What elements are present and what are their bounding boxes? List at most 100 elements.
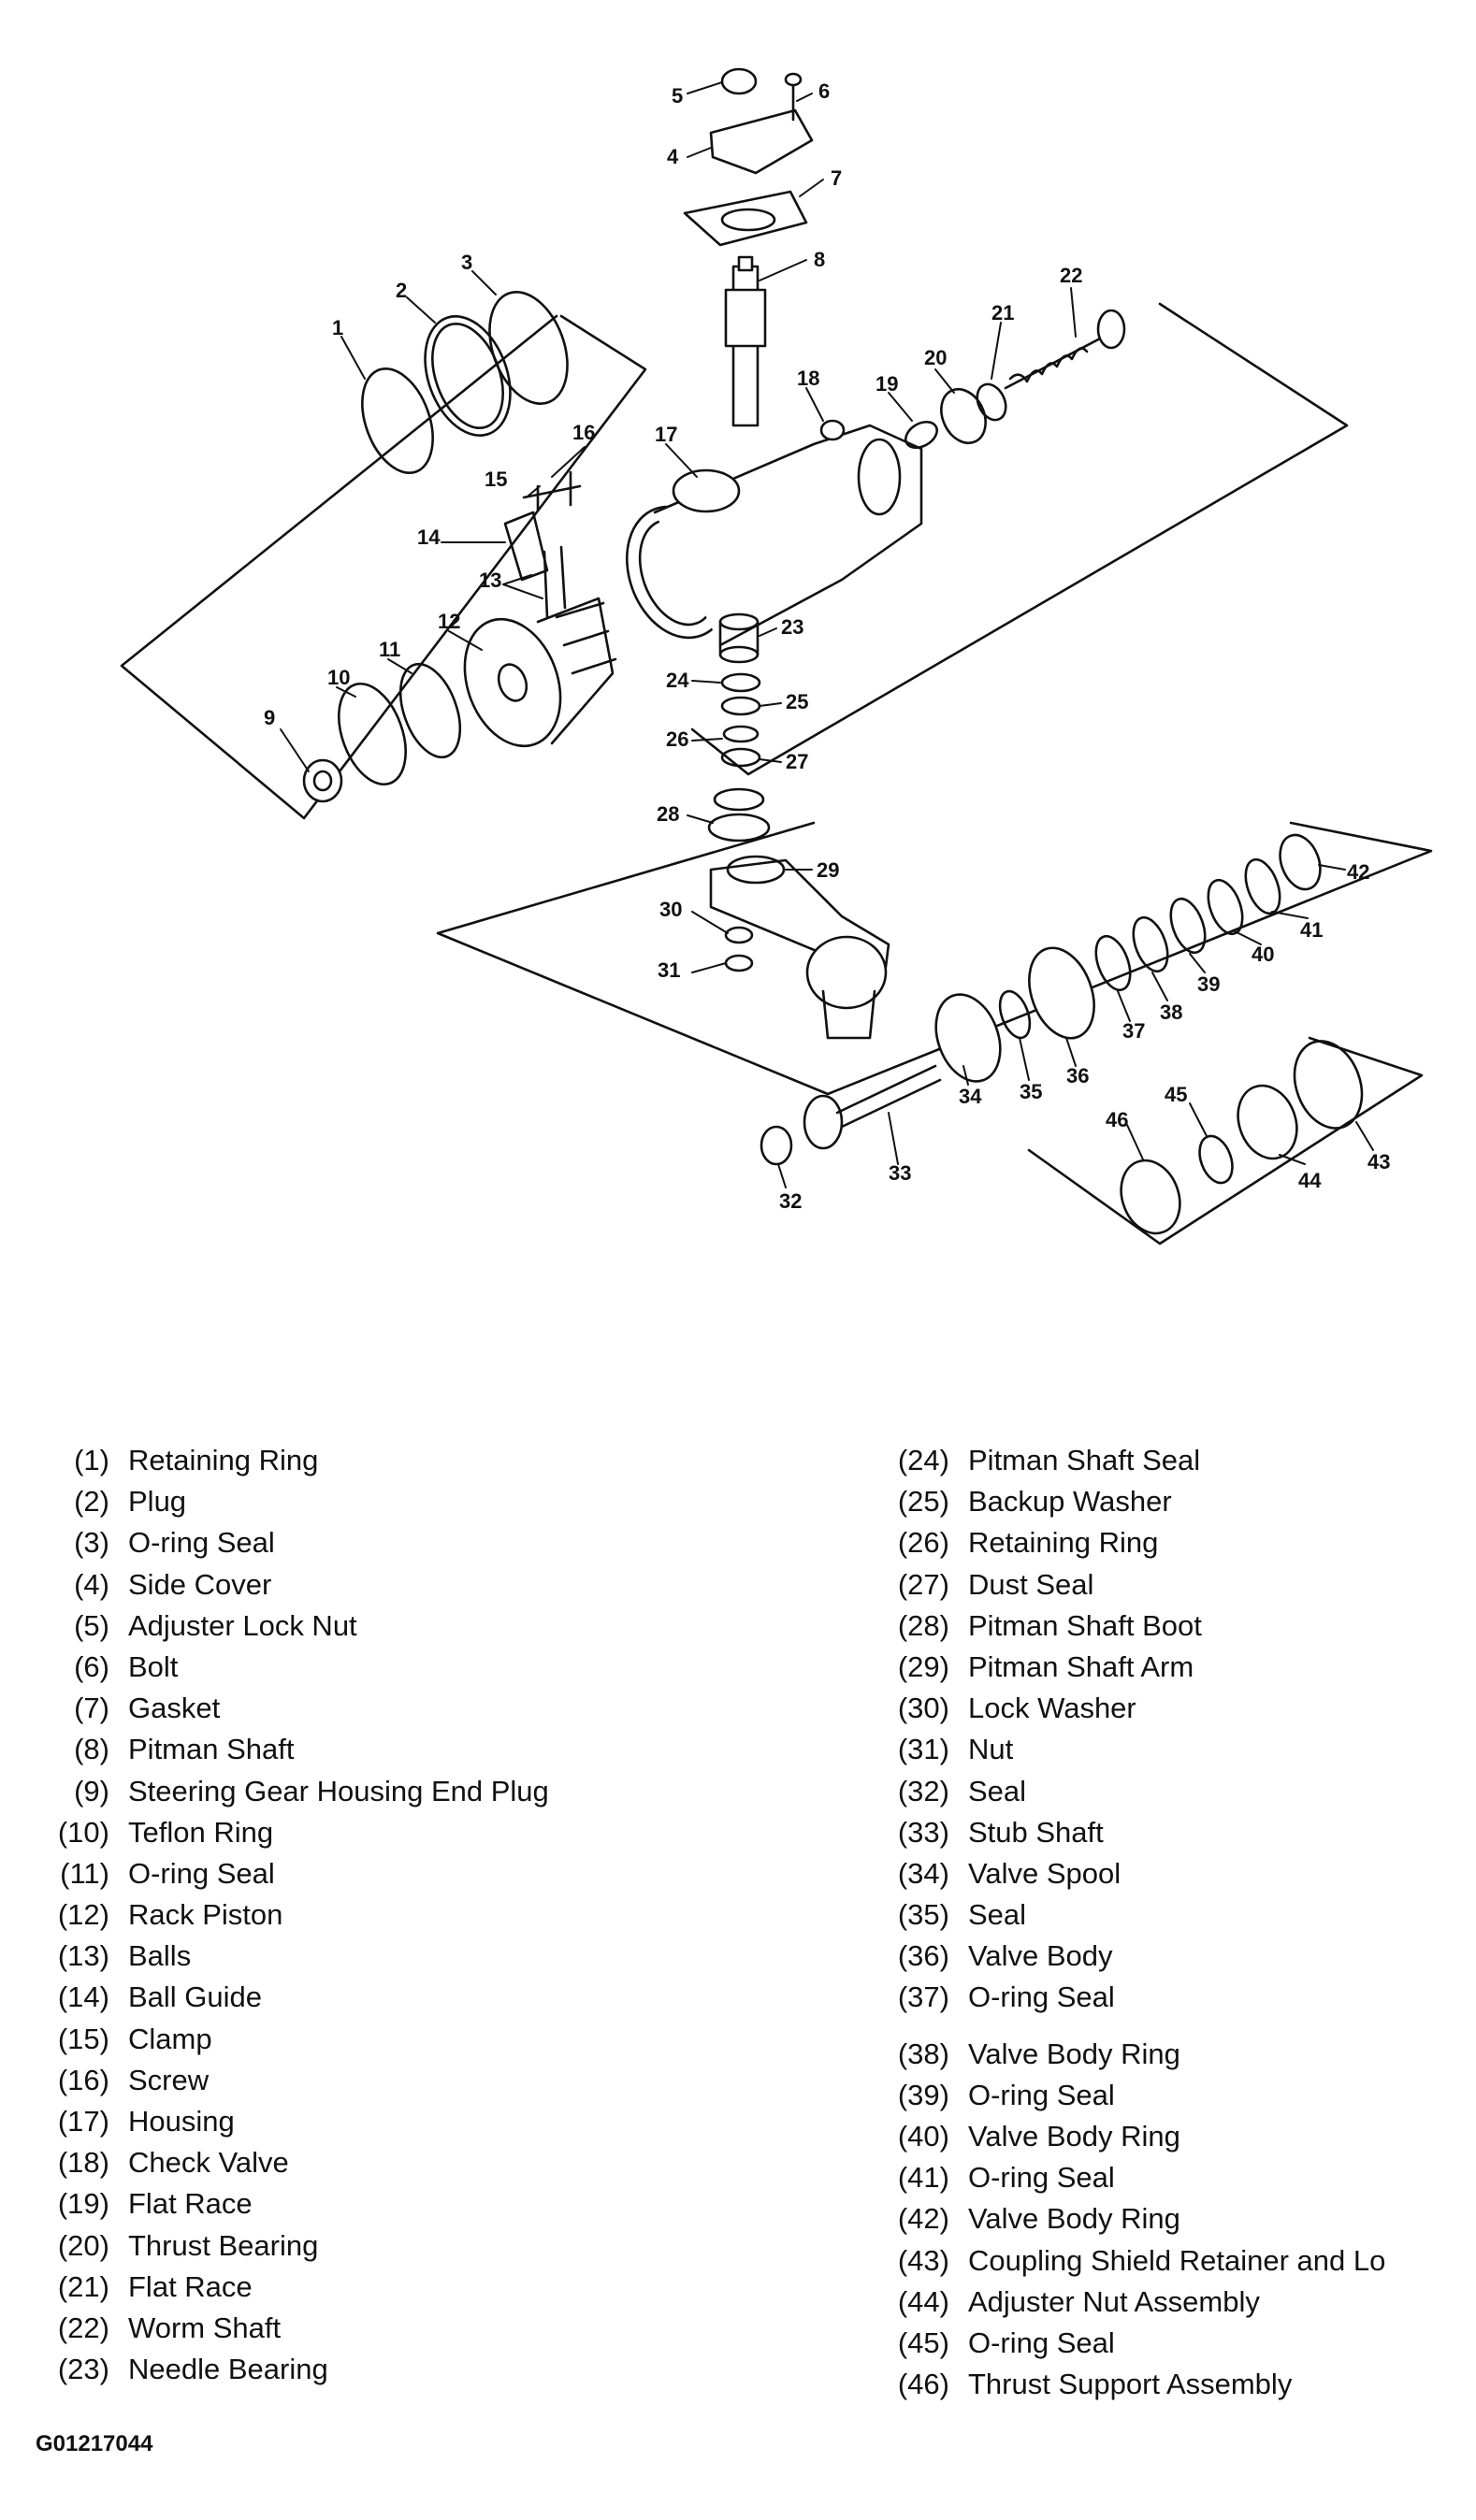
callout-21: 21 bbox=[991, 301, 1014, 324]
callout-8: 8 bbox=[814, 248, 825, 271]
callout-40: 40 bbox=[1252, 943, 1274, 966]
callout-34: 34 bbox=[959, 1085, 982, 1108]
legend-label: Plug bbox=[128, 1485, 187, 1519]
legend-label: Valve Body bbox=[968, 1939, 1113, 1973]
legend-label: Ball Guide bbox=[128, 1980, 263, 2014]
callout-6: 6 bbox=[818, 79, 830, 103]
legend-label: Pitman Shaft bbox=[128, 1733, 295, 1766]
legend-number: (11) bbox=[60, 1856, 109, 1890]
legend-item: (33)Stub Shaft bbox=[870, 1812, 1469, 1853]
callout-3: 3 bbox=[461, 251, 472, 274]
legend-label: O-ring Seal bbox=[128, 1526, 275, 1560]
callout-33: 33 bbox=[889, 1161, 911, 1185]
legend-spacer bbox=[870, 2019, 1469, 2034]
legend-number: (14) bbox=[57, 1980, 109, 2014]
legend-label: Dust Seal bbox=[968, 1567, 1094, 1601]
callout-2: 2 bbox=[396, 279, 407, 302]
legend-label: Needle Bearing bbox=[128, 2353, 328, 2386]
legend-label: Teflon Ring bbox=[128, 1815, 274, 1849]
legend-label: O-ring Seal bbox=[968, 2161, 1115, 2195]
callout-14: 14 bbox=[417, 526, 441, 549]
legend-number: (35) bbox=[897, 1898, 949, 1932]
callout-16: 16 bbox=[572, 421, 595, 444]
legend-label: Retaining Ring bbox=[128, 1444, 319, 1476]
rings-1-3 bbox=[361, 291, 569, 475]
group-frame-pitman bbox=[436, 821, 1433, 1096]
callout-10: 10 bbox=[327, 666, 350, 689]
legend-item: (14) Ball Guide bbox=[30, 1977, 834, 2018]
rings-10-11-plug-9 bbox=[302, 662, 462, 803]
legend-label: Check Valve bbox=[128, 2146, 289, 2180]
legend-label: Valve Spool bbox=[968, 1856, 1121, 1890]
pitman-arm bbox=[709, 855, 890, 1040]
legend-item: (8)Pitman Shaft bbox=[30, 1729, 834, 1770]
housing bbox=[625, 424, 923, 647]
legend-number: (39) bbox=[897, 2078, 949, 2111]
callout-26: 26 bbox=[666, 727, 688, 751]
legend-number: (38) bbox=[897, 2037, 949, 2070]
legend-item: (20)Thrust Bearing bbox=[30, 2225, 834, 2267]
callout-18: 18 bbox=[797, 367, 819, 390]
legend-number: (12) bbox=[57, 1898, 109, 1932]
callout-20: 20 bbox=[924, 346, 947, 369]
legend-number: (46) bbox=[897, 2368, 949, 2401]
callout-30: 30 bbox=[659, 898, 682, 921]
legend-item: (25) Backup Washer bbox=[870, 1481, 1469, 1522]
legend-number: (3) bbox=[74, 1526, 109, 1560]
callout-17: 17 bbox=[655, 423, 677, 446]
legend-item: (23)Needle Bearing bbox=[30, 2349, 834, 2390]
legend-item: (41) O-ring Seal bbox=[870, 2157, 1469, 2198]
callout-27: 27 bbox=[786, 750, 808, 773]
legend-number: (26) bbox=[897, 1526, 949, 1560]
legend-number: (6) bbox=[74, 1649, 109, 1683]
legend-item: (27)Dust Seal bbox=[870, 1564, 1469, 1606]
legend-label: Worm Shaft bbox=[128, 2311, 282, 2344]
exploded-view-diagram: 1234567891011121314151617181920212223242… bbox=[120, 67, 1433, 1246]
legend-item: (28)Pitman Shaft Boot bbox=[870, 1606, 1469, 1647]
callout-12: 12 bbox=[438, 610, 460, 633]
legend-label: Backup Washer bbox=[968, 1485, 1172, 1519]
legend-item: (17) Housing bbox=[30, 2101, 834, 2142]
legend-item: (15)Clamp bbox=[30, 2019, 834, 2060]
legend-number: (41) bbox=[897, 2161, 949, 2195]
legend-number: (7) bbox=[74, 1692, 109, 1725]
legend-label: Housing bbox=[128, 2105, 235, 2138]
figure-code: G01217044 bbox=[36, 2431, 153, 2456]
legend-number: (17) bbox=[57, 2105, 109, 2138]
legend-item: (2)Plug bbox=[30, 1481, 834, 1522]
legend-label: Valve Body Ring bbox=[968, 2037, 1180, 2070]
legend-item: (45)O-ring Seal bbox=[870, 2323, 1469, 2364]
legend-number: (10) bbox=[57, 1815, 109, 1849]
callout-25: 25 bbox=[786, 690, 808, 713]
legend-item: (44)Adjuster Nut Assembly bbox=[870, 2282, 1469, 2323]
leader-lines bbox=[280, 81, 1374, 1188]
legend-label: Valve Body Ring bbox=[968, 2202, 1180, 2236]
legend-number: (16) bbox=[57, 2063, 109, 2096]
legend-item: (36)Valve Body bbox=[870, 1936, 1469, 1977]
legend-number: (1) bbox=[74, 1444, 109, 1476]
legend-item: (18)Check Valve bbox=[30, 2142, 834, 2183]
legend-item: (43)Coupling Shield Retainer and Lo bbox=[870, 2240, 1469, 2282]
callout-28: 28 bbox=[657, 802, 679, 826]
legend-number: (44) bbox=[897, 2284, 949, 2318]
legend-number: (25) bbox=[897, 1485, 949, 1519]
pitman-seal-stack bbox=[707, 612, 771, 842]
legend-number: (4) bbox=[74, 1567, 109, 1601]
callout-19: 19 bbox=[875, 372, 898, 396]
legend-item: (31)Nut bbox=[870, 1729, 1469, 1770]
callout-43: 43 bbox=[1367, 1150, 1390, 1174]
legend-label: Bolt bbox=[128, 1649, 179, 1683]
legend-number: (19) bbox=[57, 2187, 109, 2221]
legend-item: (24)Pitman Shaft Seal bbox=[870, 1440, 1469, 1481]
legend-item: (46)Thrust Support Assembly bbox=[870, 2364, 1469, 2405]
group-frame-worm bbox=[690, 302, 1349, 776]
legend-label: O-ring Seal bbox=[968, 2078, 1115, 2111]
legend-number: (13) bbox=[57, 1939, 109, 1973]
legend-item: (22)Worm Shaft bbox=[30, 2308, 834, 2349]
callout-7: 7 bbox=[831, 166, 842, 190]
legend-item: (40)Valve Body Ring bbox=[870, 2116, 1469, 2157]
legend-item: (21)Flat Race bbox=[30, 2267, 834, 2308]
callout-9: 9 bbox=[264, 706, 275, 729]
legend-item: (12)Rack Piston bbox=[30, 1894, 834, 1936]
legend-number: (42) bbox=[897, 2202, 949, 2236]
